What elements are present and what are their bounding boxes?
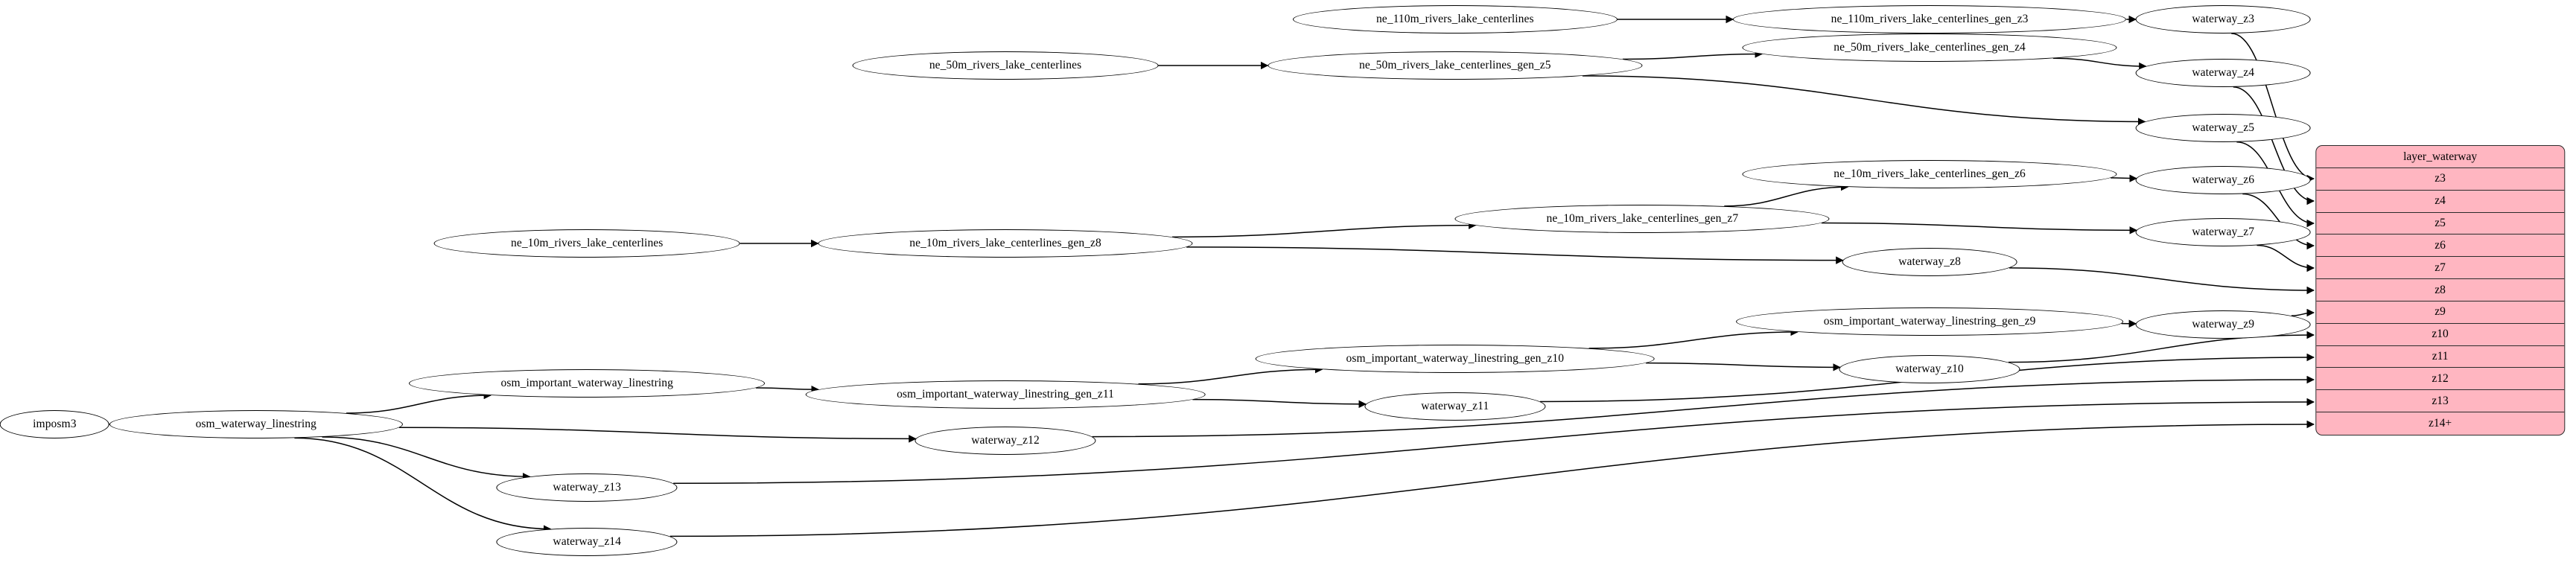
graph-node-label: waterway_z10 xyxy=(1895,363,1964,376)
record-row-z7[interactable]: z7 xyxy=(2315,257,2565,280)
graph-node-waterway_z4[interactable]: waterway_z4 xyxy=(2135,59,2311,87)
record-row-z4[interactable]: z4 xyxy=(2315,191,2565,213)
graph-edge-waterway_z7-to-record:z7 xyxy=(2257,244,2315,272)
graph-node-label: waterway_z3 xyxy=(2192,13,2255,26)
record-row-z5[interactable]: z5 xyxy=(2315,213,2565,235)
graph-node-label: ne_50m_rivers_lake_centerlines_gen_z4 xyxy=(1834,41,2026,54)
record-row-z8[interactable]: z8 xyxy=(2315,279,2565,301)
graph-edge-ne_10m_rivers_lake_centerlines_gen_z7-to-waterway_z7 xyxy=(1821,222,2138,234)
graph-edge-waterway_z8-to-record:z8 xyxy=(2009,267,2315,295)
graph-node-imposm3[interactable]: imposm3 xyxy=(0,410,109,438)
graph-node-osm_important_waterway_linestring_gen_z9[interactable]: osm_important_waterway_linestring_gen_z9 xyxy=(1736,307,2124,336)
record-row-z6[interactable]: z6 xyxy=(2315,234,2565,258)
graph-node-waterway_z5[interactable]: waterway_z5 xyxy=(2135,114,2311,142)
graph-edge-osm_waterway_linestring-to-waterway_z13 xyxy=(322,436,531,481)
graph-node-label: waterway_z7 xyxy=(2192,226,2255,239)
graph-edge-osm_important_waterway_linestring-to-osm_important_waterway_linestring_gen_z11 xyxy=(755,386,820,394)
record-row-z14+[interactable]: z14+ xyxy=(2429,417,2452,430)
graph-edge-ne_10m_rivers_lake_centerlines_gen_z7-to-ne_10m_rivers_lake_centerlines_gen_z6 xyxy=(1724,182,1849,207)
graph-node-label: waterway_z12 xyxy=(971,434,1040,447)
graph-node-waterway_z13[interactable]: waterway_z13 xyxy=(496,473,678,502)
graph-edge-osm_important_waterway_linestring_gen_z10-to-osm_important_waterway_linestring_gen_z9 xyxy=(1588,328,1799,349)
graph-node-osm_important_waterway_linestring_gen_z11[interactable]: osm_important_waterway_linestring_gen_z1… xyxy=(805,380,1206,409)
graph-node-label: ne_10m_rivers_lake_centerlines_gen_z6 xyxy=(1834,167,2026,181)
graph-node-label: ne_110m_rivers_lake_centerlines_gen_z3 xyxy=(1831,13,2029,26)
graph-node-ne_10m_rivers_lake_centerlines_gen_z7[interactable]: ne_10m_rivers_lake_centerlines_gen_z7 xyxy=(1454,205,1830,233)
graph-node-label: waterway_z13 xyxy=(553,481,622,494)
graph-node-waterway_z9[interactable]: waterway_z9 xyxy=(2135,310,2311,339)
graph-edge-waterway_z9-to-record:z9 xyxy=(2291,308,2315,317)
graph-node-waterway_z6[interactable]: waterway_z6 xyxy=(2135,166,2311,194)
graph-node-ne_110m_rivers_lake_centerlines_gen_z3[interactable]: ne_110m_rivers_lake_centerlines_gen_z3 xyxy=(1732,5,2127,33)
record-row-z13[interactable]: z13 xyxy=(2315,390,2565,413)
graph-edge-osm_waterway_linestring-to-osm_important_waterway_linestring xyxy=(346,391,492,414)
graph-node-ne_10m_rivers_lake_centerlines[interactable]: ne_10m_rivers_lake_centerlines xyxy=(433,229,740,258)
graph-node-label: osm_important_waterway_linestring_gen_z9 xyxy=(1823,315,2036,328)
graph-node-label: ne_50m_rivers_lake_centerlines xyxy=(929,59,1082,72)
graph-node-label: ne_10m_rivers_lake_centerlines_gen_z7 xyxy=(1546,212,1739,226)
graph-node-label: waterway_z11 xyxy=(1421,400,1489,413)
graph-node-label: osm_waterway_linestring xyxy=(195,418,317,431)
graph-node-ne_50m_rivers_lake_centerlines_gen_z5[interactable]: ne_50m_rivers_lake_centerlines_gen_z5 xyxy=(1268,51,1643,80)
graph-node-label: waterway_z8 xyxy=(1898,255,1961,269)
graph-node-label: waterway_z9 xyxy=(2192,318,2255,331)
graph-edge-ne_10m_rivers_lake_centerlines_gen_z8-to-waterway_z8 xyxy=(1186,246,1844,264)
graph-edge-ne_10m_rivers_lake_centerlines_gen_z8-to-ne_10m_rivers_lake_centerlines_gen_z7 xyxy=(1172,221,1477,238)
graph-node-ne_10m_rivers_lake_centerlines_gen_z6[interactable]: ne_10m_rivers_lake_centerlines_gen_z6 xyxy=(1742,160,2117,188)
graph-node-waterway_z11[interactable]: waterway_z11 xyxy=(1364,392,1546,421)
graph-node-osm_important_waterway_linestring[interactable]: osm_important_waterway_linestring xyxy=(409,369,766,398)
graph-node-waterway_z3[interactable]: waterway_z3 xyxy=(2135,5,2311,33)
graph-node-waterway_z14[interactable]: waterway_z14 xyxy=(496,528,678,556)
record-row-z11[interactable]: z11 xyxy=(2315,346,2565,368)
graph-node-ne_50m_rivers_lake_centerlines_gen_z4[interactable]: ne_50m_rivers_lake_centerlines_gen_z4 xyxy=(1742,33,2117,62)
graph-edge-waterway_z10-to-record:z10 xyxy=(2008,331,2315,363)
graph-node-label: ne_110m_rivers_lake_centerlines xyxy=(1376,13,1534,26)
record-row-z9[interactable]: z9 xyxy=(2315,301,2565,324)
graph-node-ne_50m_rivers_lake_centerlines[interactable]: ne_50m_rivers_lake_centerlines xyxy=(852,51,1159,80)
graph-edge-ne_50m_rivers_lake_centerlines_gen_z5-to-waterway_z5 xyxy=(1582,75,2146,126)
record-row-z3[interactable]: z3 xyxy=(2315,168,2565,191)
graph-node-label: osm_important_waterway_linestring_gen_z1… xyxy=(897,388,1115,401)
graph-node-label: ne_50m_rivers_lake_centerlines_gen_z5 xyxy=(1358,59,1551,72)
graph-edge-waterway_z12-to-record:z12 xyxy=(1092,375,2315,438)
graph-edge-ne_10m_rivers_lake_centerlines_gen_z6-to-waterway_z6 xyxy=(2111,174,2137,182)
graph-node-label: waterway_z14 xyxy=(553,535,622,549)
graph-node-osm_waterway_linestring[interactable]: osm_waterway_linestring xyxy=(109,410,403,438)
graph-node-waterway_z12[interactable]: waterway_z12 xyxy=(915,427,1096,455)
graph-edge-waterway_z3-to-record:z3 xyxy=(2231,33,2315,183)
graph-node-label: ne_10m_rivers_lake_centerlines xyxy=(511,237,664,250)
graph-node-label: waterway_z5 xyxy=(2192,121,2255,135)
graph-node-label: ne_10m_rivers_lake_centerlines_gen_z8 xyxy=(909,237,1101,250)
graph-node-label: imposm3 xyxy=(33,418,77,431)
graph-node-osm_important_waterway_linestring_gen_z10[interactable]: osm_important_waterway_linestring_gen_z1… xyxy=(1255,345,1656,373)
graph-node-ne_10m_rivers_lake_centerlines_gen_z8[interactable]: ne_10m_rivers_lake_centerlines_gen_z8 xyxy=(818,229,1193,258)
record-row-z10[interactable]: z10 xyxy=(2315,324,2565,346)
graph-node-waterway_z8[interactable]: waterway_z8 xyxy=(1842,248,2017,276)
graph-node-ne_110m_rivers_lake_centerlines[interactable]: ne_110m_rivers_lake_centerlines xyxy=(1292,5,1618,33)
record-row-z12[interactable]: z12 xyxy=(2315,368,2565,391)
graph-node-waterway_z7[interactable]: waterway_z7 xyxy=(2135,218,2311,246)
graph-edge-ne_50m_rivers_lake_centerlines_gen_z4-to-waterway_z4 xyxy=(2052,57,2147,71)
graph-edge-osm_important_waterway_linestring_gen_z11-to-osm_important_waterway_linestring_gen_z10 xyxy=(1138,365,1323,385)
graph-node-label: waterway_z4 xyxy=(2192,66,2255,80)
graph-node-label: osm_important_waterway_linestring_gen_z1… xyxy=(1346,352,1565,366)
graph-node-waterway_z10[interactable]: waterway_z10 xyxy=(1839,355,2020,383)
graph-edge-osm_waterway_linestring-to-waterway_z12 xyxy=(398,427,917,443)
graph-edge-osm_important_waterway_linestring_gen_z10-to-waterway_z10 xyxy=(1646,362,1841,371)
graph-node-label: osm_important_waterway_linestring xyxy=(500,377,673,390)
graph-edge-osm_important_waterway_linestring_gen_z11-to-waterway_z11 xyxy=(1192,398,1367,409)
graph-edge-ne_50m_rivers_lake_centerlines_gen_z5-to-ne_50m_rivers_lake_centerlines_gen_z4 xyxy=(1622,50,1764,60)
record-title: layer_waterway xyxy=(2315,146,2565,168)
graph-node-label: waterway_z6 xyxy=(2192,173,2255,187)
